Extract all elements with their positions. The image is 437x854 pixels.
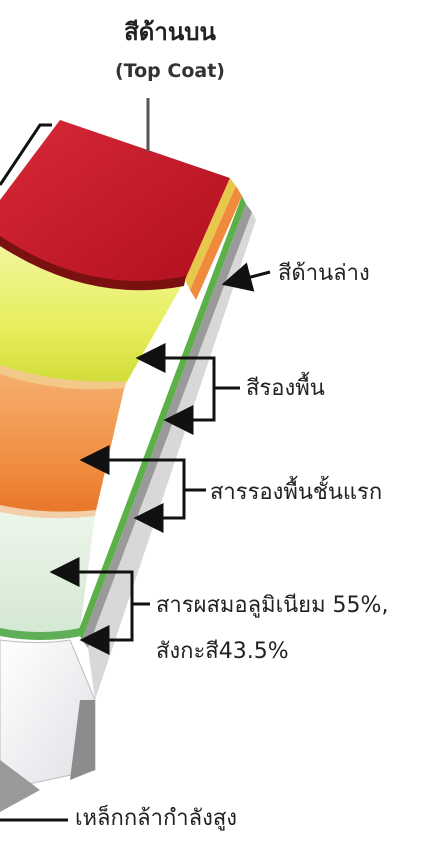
alloy-label-line1: สารผสมอลูมิเนียม 55%,	[156, 595, 388, 617]
top-coat-label: สีด้านบน	[0, 20, 340, 44]
primer-label: สีรองพื้น	[246, 378, 325, 400]
top-coat-sublabel: (Top Coat)	[0, 62, 340, 81]
alloy-label-line2: สังกะสี43.5%	[156, 641, 289, 663]
under-coat-label: สีด้านล่าง	[278, 263, 370, 285]
first-primer-layer	[0, 370, 125, 517]
first-primer-label: สารรองพื้นชั้นแรก	[210, 482, 382, 504]
steel-label: เหล็กกล้ากำลังสูง	[75, 808, 237, 830]
